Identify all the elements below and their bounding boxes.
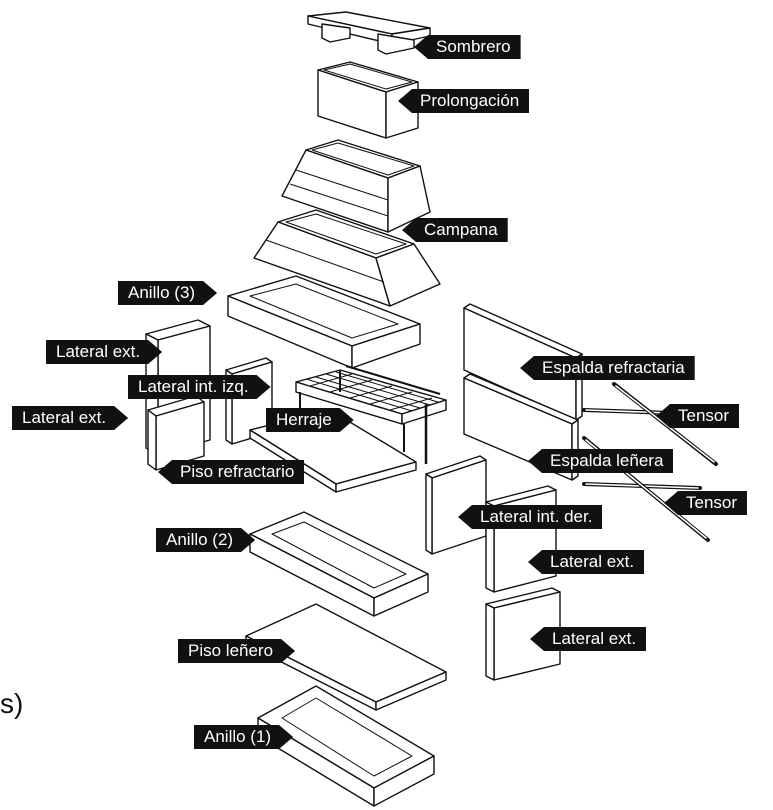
label-anillo-3: Anillo (3)	[118, 281, 217, 305]
part-anillo-1	[257, 685, 435, 807]
label-prolongacion: Prolongación	[398, 89, 530, 113]
cropped-text-fragment: s)	[0, 688, 24, 719]
label-lateral-ext-2: Lateral ext.	[12, 406, 128, 430]
part-sombrero	[307, 11, 431, 55]
label-piso-lenero: Piso leñero	[178, 639, 295, 663]
label-piso-refractario: Piso refractario	[158, 460, 305, 484]
label-espalda-refractaria: Espalda refractaria	[520, 356, 695, 380]
part-lateral-int-der	[425, 455, 487, 555]
label-anillo-1: Anillo (1)	[194, 725, 293, 749]
label-anillo-2: Anillo (2)	[156, 528, 255, 552]
part-herraje	[295, 365, 447, 464]
label-tensor-2: Tensor	[664, 491, 748, 515]
label-lateral-int-izq: Lateral int. izq.	[128, 375, 271, 399]
part-anillo-3	[227, 275, 421, 369]
part-lateral-ext-right-1	[485, 485, 557, 593]
label-espalda-lenera: Espalda leñera	[528, 449, 674, 473]
part-lateral-ext-left-2	[147, 395, 205, 471]
label-tensor-1: Tensor	[656, 404, 740, 428]
part-campana-bottom	[253, 209, 441, 307]
label-lateral-ext-3: Lateral ext.	[528, 550, 645, 574]
label-lateral-ext-1: Lateral ext.	[46, 340, 162, 364]
part-lateral-ext-right-2	[485, 587, 561, 681]
part-prolongacion	[317, 61, 419, 139]
label-sombrero: Sombrero	[414, 35, 521, 59]
label-herraje: Herraje	[266, 408, 354, 432]
label-lateral-ext-4: Lateral ext.	[530, 627, 647, 651]
label-lateral-int-der: Lateral int. der.	[458, 505, 603, 529]
part-anillo-2	[249, 511, 429, 617]
part-campana-top	[281, 139, 431, 233]
label-campana: Campana	[402, 218, 508, 242]
